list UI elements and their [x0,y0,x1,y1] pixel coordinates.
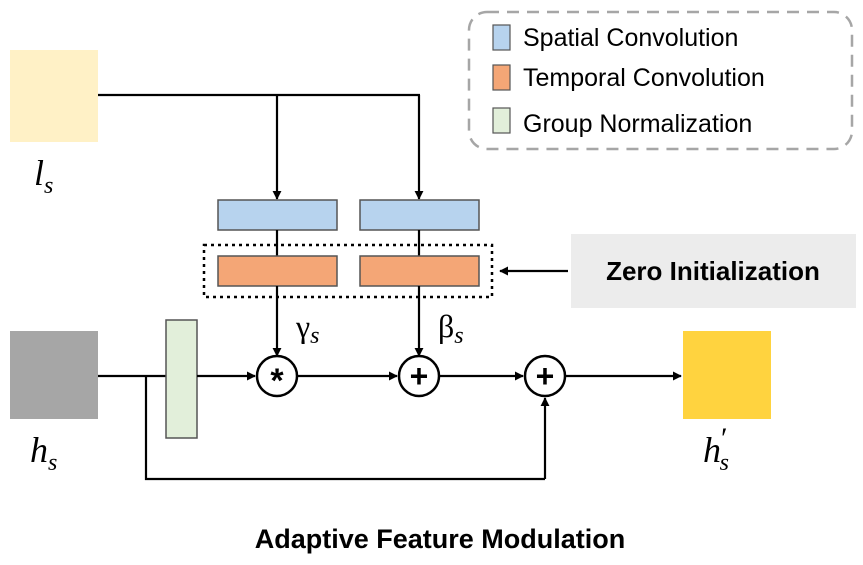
legend-label-temporal: Temporal Convolution [523,64,765,92]
add-operator-1: + [397,354,441,398]
legend-swatch-spatial [492,24,511,51]
group-norm-block [165,319,198,439]
legend-label-group-norm: Group Normalization [523,110,752,138]
add-symbol-1: + [410,358,429,394]
ls-label: ls [34,153,53,199]
multiply-symbol: * [270,362,284,400]
skip-connection-line [144,376,545,481]
ls-input-block [10,50,98,142]
hs-input-block [10,331,98,419]
legend-swatch-temporal [492,64,511,91]
zero-init-dotted-frame [202,243,494,299]
legend: Spatial Convolution Temporal Convolution… [467,10,854,151]
legend-label-spatial: Spatial Convolution [523,24,738,52]
output-label: h′s [703,422,729,476]
spatial-conv-block-1 [217,199,338,231]
legend-swatch-group-norm [492,107,511,134]
temporal-conv-block-2 [359,255,480,287]
add-operator-2: + [523,354,567,398]
temporal-conv-block-1 [217,255,338,287]
hs-label: hs [30,430,57,476]
gamma-label: γs [295,308,319,349]
zero-init-label-bg [571,234,856,308]
spatial-conv-block-2 [359,199,480,231]
beta-label: βs [438,308,464,349]
diagram-caption: Adaptive Feature Modulation [255,524,626,554]
legend-frame [467,10,854,151]
output-block [683,331,771,419]
multiply-operator: * [255,354,299,400]
add-symbol-2: + [536,358,555,394]
zero-init-label: Zero Initialization [606,256,820,286]
